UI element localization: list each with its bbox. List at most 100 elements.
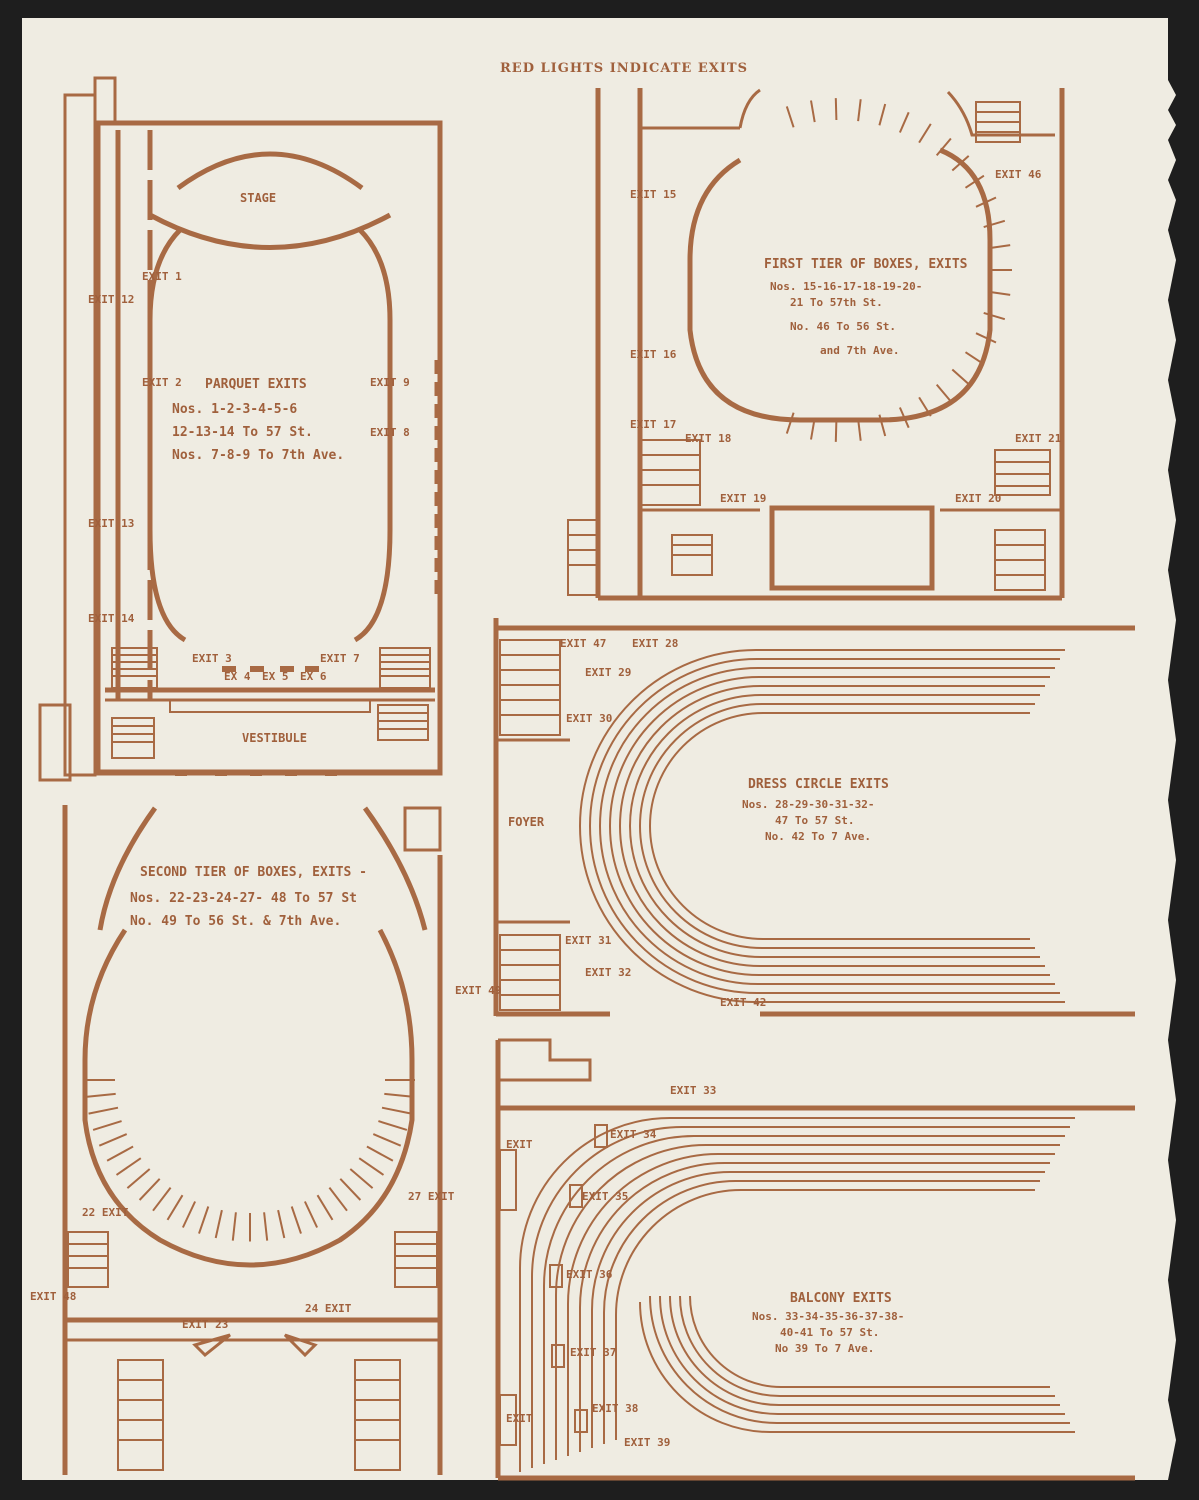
exit-49-label: EXIT 49: [455, 984, 501, 997]
exit-2-label: EXIT 2: [142, 376, 182, 389]
page-header: RED LIGHTS INDICATE EXITS: [500, 61, 748, 76]
box-partition: [372, 1133, 402, 1147]
box-partition: [316, 1194, 334, 1221]
seat-row: [615, 1189, 1035, 1440]
exit-29-label: EXIT 29: [585, 666, 631, 679]
box-partition: [152, 1186, 172, 1212]
dress-circle-line-1: Nos. 28-29-30-31-32-: [742, 798, 874, 811]
first-tier-horseshoe: [687, 147, 993, 423]
seat-row: [591, 1171, 1045, 1448]
seat-row: [679, 1295, 1055, 1397]
box-partition: [935, 383, 952, 403]
parquet-corner-stair: [93, 76, 117, 125]
first-tier-stairs: [567, 101, 1051, 596]
seat-row: [639, 1301, 1075, 1433]
box-partition: [975, 196, 997, 208]
box-partition: [138, 1178, 161, 1201]
exit-9-label: EXIT 9: [370, 376, 410, 389]
box-partition: [834, 98, 838, 121]
seat-row: [659, 1295, 1065, 1415]
box-partition: [98, 1133, 128, 1147]
exit-47-label: EXIT 47: [560, 637, 606, 650]
vestibule-label: VESTIBULE: [242, 731, 307, 745]
exit-17-label: EXIT 17: [630, 418, 676, 431]
parquet-side-corridor: [63, 93, 97, 777]
box-partition: [328, 1186, 348, 1212]
box-partition: [964, 351, 985, 366]
exit-20-label: EXIT 20: [955, 492, 1001, 505]
balcony-exit-doors: [499, 1124, 608, 1446]
dress-circle-plan: FOYER DRESS CIRCLE EXITS Nos. 28-29-30-3…: [493, 618, 1135, 1017]
exit-48-label: EXIT 48: [30, 1290, 76, 1303]
box-partition: [384, 1092, 415, 1098]
dress-circle-rows: [579, 649, 1065, 1003]
dress-circle-line-3: No. 42 To 7 Ave.: [765, 830, 871, 843]
parquet-stairs: [111, 647, 431, 759]
box-partition: [935, 137, 952, 157]
balcony-line-3: No 39 To 7 Ave.: [775, 1342, 874, 1355]
seat-row: [619, 685, 1045, 967]
first-tier-title: FIRST TIER OF BOXES, EXITS: [764, 257, 968, 272]
first-tier-line-1: Nos. 15-16-17-18-19-20-: [770, 280, 922, 293]
exit-12-label: EXIT 12: [88, 293, 134, 306]
proscenium-arc: [148, 212, 392, 250]
box-partition: [988, 290, 1011, 296]
exit-4-label: EX 4: [224, 670, 251, 683]
exit-24-arrow: [283, 1333, 318, 1358]
box-partition: [303, 1201, 319, 1228]
parquet-line-3: Nos. 7-8-9 To 7th Ave.: [172, 448, 344, 463]
balcony-exit-west-upper: EXIT: [506, 1138, 533, 1151]
first-tier-box-partitions: [785, 98, 1012, 442]
exit-5-label: EX 5: [262, 670, 289, 683]
parquet-plan: STAGE VESTIBULE PARQUET EXITS Nos. 1-2-3…: [38, 76, 443, 782]
exit-22-label: 22 EXIT: [82, 1206, 129, 1219]
exit-34-label: EXIT 34: [610, 1128, 657, 1141]
box-partition: [88, 1106, 119, 1115]
box-partition: [857, 99, 862, 122]
box-partition: [231, 1212, 237, 1241]
box-partition: [878, 103, 887, 126]
box-partition: [810, 100, 816, 123]
first-tier-plan: FIRST TIER OF BOXES, EXITS Nos. 15-16-17…: [567, 88, 1065, 601]
box-partition: [92, 1120, 122, 1131]
foyer-label: FOYER: [508, 815, 545, 829]
box-partition: [951, 368, 970, 385]
first-tier-north-curve-right: [946, 90, 1055, 137]
exit-3-label: EXIT 3: [192, 652, 232, 665]
box-partition: [983, 219, 1006, 229]
seat-row: [599, 667, 1055, 985]
second-tier-line-2: No. 49 To 56 St. & 7th Ave.: [130, 914, 341, 929]
box-partition: [381, 1106, 412, 1115]
box-partition: [857, 418, 862, 441]
second-tier-box-partitions: [85, 1079, 415, 1242]
exit-27-label: 27 EXIT: [408, 1190, 455, 1203]
seat-row: [669, 1295, 1060, 1406]
box-partition: [263, 1212, 269, 1241]
paper: [22, 18, 1176, 1480]
box-partition: [898, 111, 910, 133]
box-partition: [349, 1168, 374, 1189]
seat-row: [555, 1144, 1060, 1460]
seat-row: [567, 1153, 1055, 1456]
parquet-line-2: 12-13-14 To 57 St.: [172, 425, 313, 440]
box-partition: [166, 1194, 184, 1221]
balcony-exit-west-lower: EXIT: [506, 1412, 533, 1425]
box-partition: [358, 1157, 385, 1176]
box-partition: [181, 1201, 197, 1228]
dress-circle-stairs: [499, 639, 561, 1011]
exit-28-label: EXIT 28: [632, 637, 678, 650]
box-partition: [198, 1206, 210, 1234]
exit-7-label: EXIT 7: [320, 652, 360, 665]
box-partition: [115, 1157, 142, 1176]
first-tier-line-2: 21 To 57th St.: [790, 296, 883, 309]
box-partition: [988, 244, 1011, 250]
seat-row: [649, 712, 1030, 940]
second-tier-stairs: [67, 1231, 438, 1471]
seat-row: [543, 1135, 1065, 1464]
seat-row: [609, 676, 1050, 976]
exit-16-label: EXIT 16: [630, 348, 677, 361]
first-tier-lobby-block: [769, 505, 935, 591]
parquet-side-stair: [38, 703, 72, 782]
